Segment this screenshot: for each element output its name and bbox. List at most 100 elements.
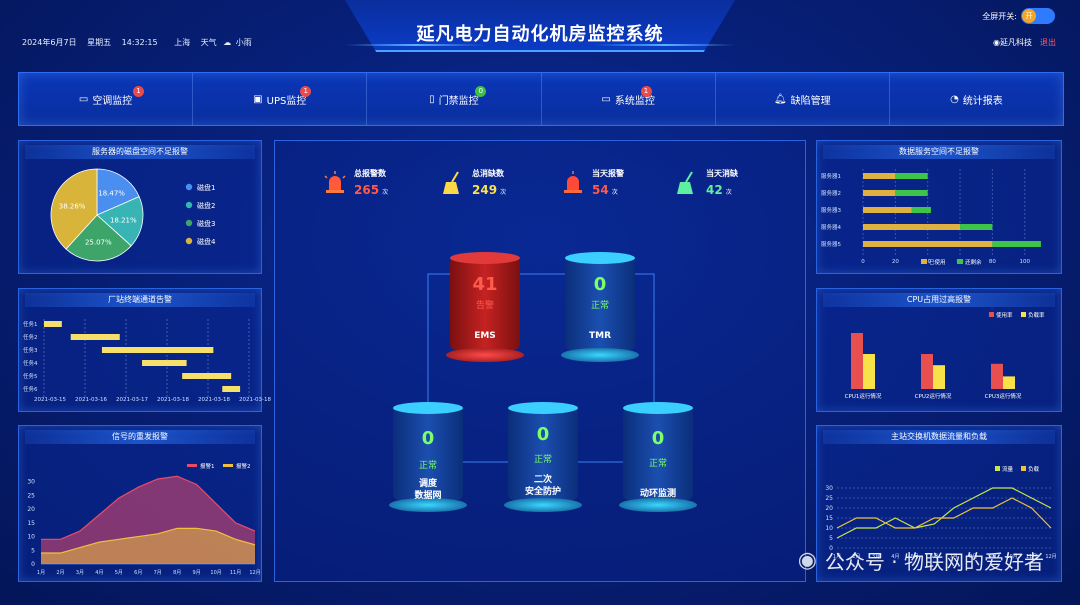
- legend-label: 磁盘2: [197, 201, 215, 210]
- y-tick-label: 25: [825, 495, 833, 502]
- node-value: 0: [651, 428, 665, 449]
- x-tick-label: 4月: [891, 554, 899, 560]
- weekday-text: 星期五: [87, 38, 112, 47]
- x-tick-label: 80: [989, 259, 996, 265]
- node-state: 正常: [590, 301, 609, 311]
- gantt-bar: [70, 334, 120, 340]
- y-tick-label: 15: [825, 515, 833, 522]
- nav-label: 空调监控: [92, 95, 133, 107]
- x-tick-label: 2月: [56, 570, 64, 576]
- legend-swatch: [185, 201, 193, 209]
- legend-swatch: [185, 183, 193, 191]
- legend-swatch: [957, 259, 963, 264]
- nav-item-report[interactable]: ◔统计报表: [890, 73, 1063, 125]
- node-env-monitor[interactable]: 0 正常 动环监测: [619, 402, 697, 512]
- gantt-tick-label: 2021-03-18: [157, 397, 189, 403]
- y-tick-label: 20: [825, 505, 833, 512]
- series-line: [836, 497, 1052, 529]
- x-tick-label: 12月: [249, 570, 260, 576]
- title-deco-left: [345, 44, 485, 46]
- node-name: 调度 数据网: [414, 479, 442, 501]
- series-line: [41, 475, 256, 540]
- fullscreen-toggle[interactable]: 开: [1021, 8, 1055, 24]
- cylinder-top: [393, 402, 463, 414]
- door-icon: ▯: [429, 93, 435, 105]
- city-text: 上海: [174, 38, 191, 47]
- toggle-knob: 开: [1022, 9, 1036, 23]
- gantt-row-label: 任务1: [23, 320, 38, 328]
- y-tick-label: 20: [27, 506, 35, 513]
- cylinder-top: [450, 252, 520, 264]
- broom-icon: [677, 171, 693, 194]
- nav-item-defect[interactable]: 🔔︎缺陷管理: [716, 73, 890, 125]
- y-tick-label: 0: [31, 561, 35, 568]
- node-ems[interactable]: 41 告警 EMS: [446, 252, 524, 362]
- dataspace-panel: 数据服务空间不足报警 020406080100服务器1服务器2服务器3服务器4服…: [816, 140, 1062, 274]
- bar: [1003, 376, 1015, 389]
- node-state: 正常: [533, 455, 552, 465]
- title-deco-right: [595, 44, 735, 46]
- node-name: EMS: [474, 331, 496, 341]
- bar: [991, 363, 1003, 389]
- panel-title: 服务器的磁盘空间不足报警: [25, 145, 255, 159]
- pie-slice: [96, 168, 140, 216]
- pie-slice: [65, 214, 132, 262]
- legend-label: 使用率: [996, 311, 1013, 319]
- node-value: 0: [536, 424, 550, 445]
- stat-label: 当天报警: [592, 169, 624, 178]
- node-value: 41: [472, 274, 498, 295]
- stat-unit: 次: [611, 189, 618, 196]
- legend-swatch: [995, 466, 1000, 471]
- gantt-bar: [142, 360, 187, 366]
- cylinder-body: [508, 408, 578, 500]
- fullscreen-label: 全屏开关:: [982, 11, 1017, 21]
- panel-title: 数据服务空间不足报警: [823, 145, 1055, 159]
- bar: [863, 173, 896, 179]
- gantt-bar: [101, 347, 214, 353]
- gantt-row-label: 任务5: [23, 372, 38, 380]
- bar: [992, 241, 1041, 247]
- y-tick-label: 15: [27, 520, 35, 527]
- watermark-text: 公众号 · 物联网的爱好者: [824, 550, 1044, 574]
- stat-value: 265: [354, 183, 380, 197]
- logout-link[interactable]: 退出: [1040, 38, 1056, 47]
- legend-label: 负载: [1028, 465, 1040, 473]
- legend-swatch: [1021, 312, 1026, 317]
- gantt-tick-label: 2021-03-15: [34, 397, 66, 403]
- page-title: 延凡电力自动化机房监控系统: [416, 24, 664, 45]
- category-label: CPU2运行情况: [915, 392, 952, 400]
- bar: [863, 224, 961, 230]
- legend-swatch: [185, 237, 193, 245]
- x-tick-label: 8月: [969, 554, 977, 560]
- node-tmr[interactable]: 0 正常 TMR: [561, 252, 639, 362]
- node-security[interactable]: 0 正常 二次 安全防护: [504, 402, 582, 512]
- node-dispatch-network[interactable]: 0 正常 调度 数据网: [389, 402, 467, 512]
- nav-label: UPS监控: [266, 95, 307, 107]
- bar: [911, 207, 931, 213]
- cylinder-body: [450, 258, 520, 350]
- legend-swatch: [1021, 466, 1026, 471]
- wechat-icon: ◉: [797, 548, 817, 573]
- nav-badge: 0: [475, 86, 487, 97]
- stat-unit: 次: [382, 189, 389, 196]
- air-conditioner-icon: ▭: [78, 93, 89, 105]
- category-label: 服务器2: [821, 189, 841, 197]
- bell-icon: 🔔︎: [773, 93, 787, 105]
- user-company[interactable]: ◉延凡科技: [993, 37, 1032, 48]
- stat-unit: 次: [725, 189, 732, 196]
- node-name: 二次 安全防护: [524, 475, 561, 497]
- pie-slice-label: 38.26%: [59, 202, 86, 210]
- legend-swatch: [989, 312, 994, 317]
- gantt-row-label: 任务4: [23, 359, 38, 367]
- x-tick-label: 20: [892, 259, 899, 265]
